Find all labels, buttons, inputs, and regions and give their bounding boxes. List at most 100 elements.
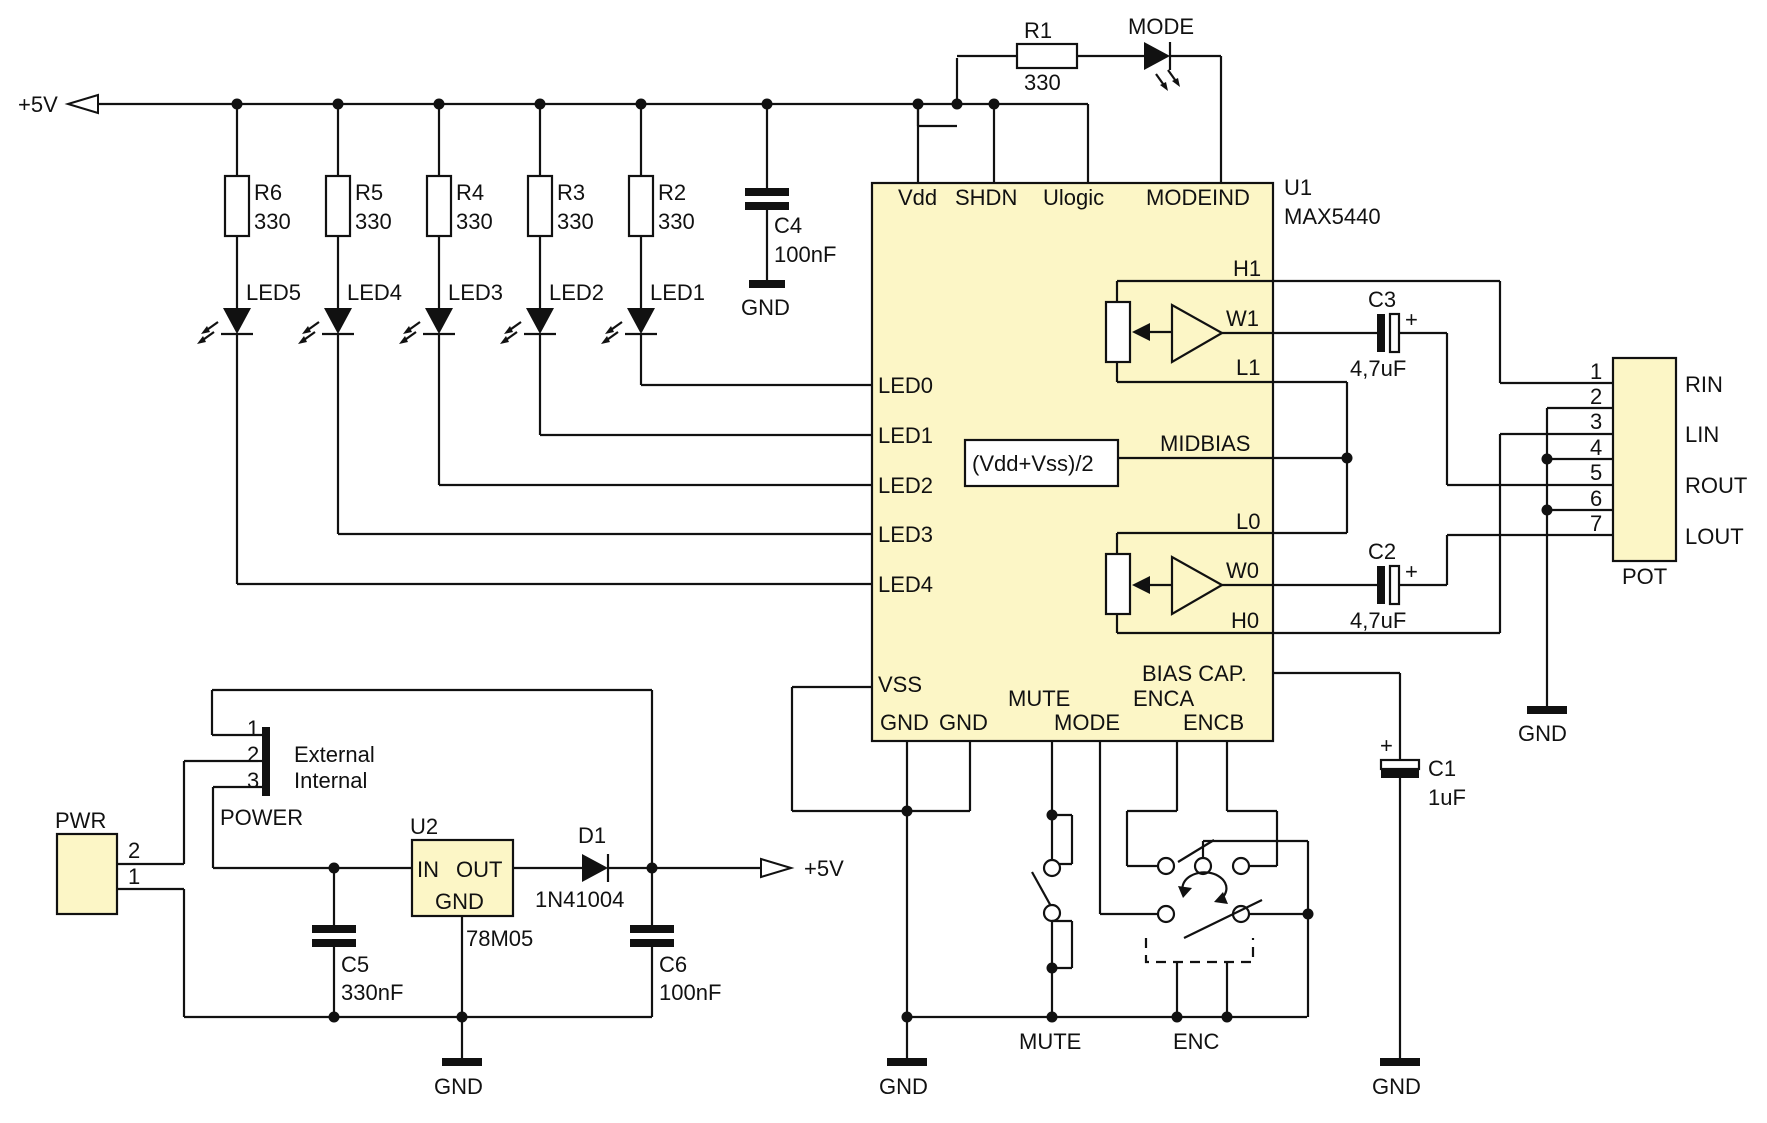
plus5v-label-left: +5V — [18, 92, 58, 117]
led4-icon — [324, 308, 352, 334]
junction — [1341, 452, 1353, 464]
pin-gnd1: GND — [880, 710, 929, 735]
led3-label: LED3 — [448, 280, 503, 305]
led5-icon — [223, 308, 251, 334]
gnd-c1: GND — [1372, 1074, 1421, 1099]
led2-icon — [526, 308, 554, 334]
c2-value: 4,7uF — [1350, 608, 1406, 633]
pin-h0: H0 — [1231, 608, 1259, 633]
jumper-external: External — [294, 742, 375, 767]
pin-gnd2: GND — [939, 710, 988, 735]
c6-value: 100nF — [659, 980, 721, 1005]
c5-name: C5 — [341, 952, 369, 977]
pot-pin-6: 6 — [1590, 486, 1602, 511]
pot-label-lin: LIN — [1685, 422, 1719, 447]
u2-part: 78M05 — [466, 926, 533, 951]
led-lines — [237, 383, 872, 586]
c2-name: C2 — [1368, 539, 1396, 564]
junction — [901, 805, 913, 817]
pwr-pin-2: 2 — [128, 838, 140, 863]
led-column-r5-led4: R5 330 LED4 — [298, 104, 402, 534]
pwr-pin-1: 1 — [128, 864, 140, 889]
pin-l0: L0 — [1236, 509, 1260, 534]
gnd-pot: GND — [1518, 721, 1567, 746]
r2-name: R2 — [658, 180, 686, 205]
gnd-c4: GND — [741, 295, 790, 320]
gnd-u1: GND — [879, 1074, 928, 1099]
mode-led-label: MODE — [1128, 14, 1194, 39]
pin-enca: ENCA — [1133, 686, 1194, 711]
junction — [328, 1011, 340, 1023]
c6-name: C6 — [659, 952, 687, 977]
pin-modeind: MODEIND — [1146, 185, 1250, 210]
pin-vdd: Vdd — [898, 185, 937, 210]
c1-plus: + — [1380, 733, 1393, 758]
internal-pot-0 — [1104, 552, 1132, 616]
u1-part: MAX5440 — [1284, 204, 1381, 229]
power-section: PWR 2 1 1 2 3 External Internal POWER C5… — [55, 688, 844, 1099]
pot-pin-3: 3 — [1590, 409, 1602, 434]
led2-label: LED2 — [549, 280, 604, 305]
led1-label: LED1 — [650, 280, 705, 305]
pot-label-rout: ROUT — [1685, 473, 1747, 498]
enc-switch-label: ENC — [1173, 1029, 1220, 1054]
jumper-pin-2: 2 — [247, 742, 259, 767]
rotate-icon — [1181, 871, 1228, 899]
pot-label-lout: LOUT — [1685, 524, 1744, 549]
plus5v-arrow-left — [64, 93, 99, 115]
led-column-r4-led3: R4 330 LED3 — [399, 104, 503, 485]
pin-midbias: MIDBIAS — [1160, 431, 1250, 456]
plus5v-label-right: +5V — [804, 856, 844, 881]
mute-contact-bottom — [1042, 903, 1062, 923]
led-column-r2-led1: R2 330 LED1 — [601, 104, 705, 385]
pot-connector: 1 2 3 4 5 6 7 RIN LIN ROUT LOUT POT — [1590, 356, 1747, 589]
d1-name: D1 — [578, 823, 606, 848]
pin-led1: LED1 — [878, 423, 933, 448]
jumper-label: POWER — [220, 805, 303, 830]
r6-name: R6 — [254, 180, 282, 205]
r3-name: R3 — [557, 180, 585, 205]
enc-switch: ENC — [1098, 741, 1314, 1054]
led5-label: LED5 — [246, 280, 301, 305]
u2-in: IN — [417, 857, 439, 882]
resistor-r3 — [526, 174, 554, 238]
pin-led2: LED2 — [878, 473, 933, 498]
midbias-node — [1341, 382, 1353, 533]
jumper-pin-1: 1 — [247, 716, 259, 741]
c4-value: 100nF — [774, 242, 836, 267]
led4-label: LED4 — [347, 280, 402, 305]
c3-plus: + — [1405, 307, 1418, 332]
pin-vss: VSS — [878, 672, 922, 697]
c3-name: C3 — [1368, 287, 1396, 312]
pot-pin-1: 1 — [1590, 359, 1602, 384]
pin-encb: ENCB — [1183, 710, 1244, 735]
gnd-u2: GND — [434, 1074, 483, 1099]
resistor-r2 — [627, 174, 655, 238]
mute-switch-label: MUTE — [1019, 1029, 1081, 1054]
c1-value: 1uF — [1428, 785, 1466, 810]
capacitor-c2: + C2 4,7uF — [1273, 539, 1447, 633]
r4-value: 330 — [456, 209, 493, 234]
midbias-box-label: (Vdd+Vss)/2 — [972, 451, 1094, 476]
pwr-connector — [55, 832, 119, 916]
pwr-label: PWR — [55, 808, 106, 833]
u1-ic: U1 MAX5440 Vdd SHDN Ulogic MODEIND LED0 … — [870, 175, 1381, 743]
mute-contact-top — [1042, 858, 1062, 878]
junction — [1541, 504, 1553, 516]
jumper-pin-3: 3 — [247, 768, 259, 793]
enc-contact — [1156, 904, 1176, 924]
enc-contact — [1231, 856, 1251, 876]
pin-ulogic: Ulogic — [1043, 185, 1104, 210]
resistor-r4 — [425, 174, 453, 238]
u1-ref: U1 — [1284, 175, 1312, 200]
capacitor-c3: + C3 4,7uF — [1273, 287, 1447, 381]
plus5v-rail: +5V — [18, 92, 1088, 117]
enc-mechanical-link — [1144, 938, 1255, 964]
led-column-r6-led5: R6 330 LED5 — [197, 104, 301, 584]
junction — [1541, 453, 1553, 465]
pin-w0: W0 — [1226, 558, 1259, 583]
r5-name: R5 — [355, 180, 383, 205]
pin-shdn: SHDN — [955, 185, 1017, 210]
resistor-r1 — [1015, 42, 1079, 70]
r1-name: R1 — [1024, 18, 1052, 43]
